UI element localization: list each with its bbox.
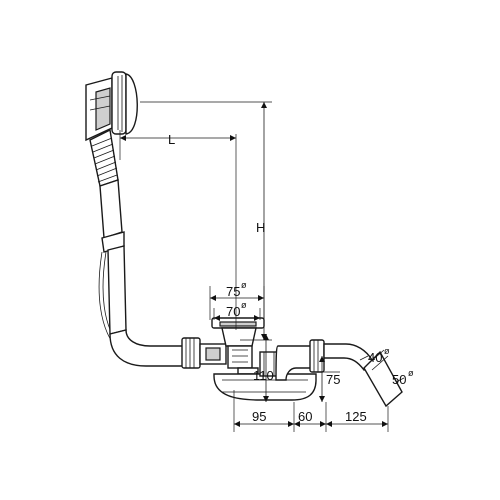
dim-H: H — [256, 220, 265, 235]
outlet-elbow — [275, 339, 403, 408]
dimension-lines — [119, 101, 405, 432]
dim-60: 60 — [298, 409, 312, 424]
dim-50-diameter-symbol: ø — [408, 368, 414, 378]
dim-70-diameter-symbol: ø — [241, 300, 247, 310]
dim-125: 125 — [345, 409, 367, 424]
dim-110: 110 — [253, 368, 274, 383]
dim-75-height: 75 — [326, 372, 340, 387]
dim-75-diameter-symbol: ø — [241, 280, 247, 290]
overflow-head — [85, 71, 138, 142]
dim-70-diameter: 70 — [226, 304, 240, 319]
dim-75-diameter: 75 — [226, 284, 240, 299]
dim-L: L — [168, 132, 175, 147]
overflow-hose — [89, 128, 191, 367]
dim-40-diameter: 40 — [368, 350, 382, 365]
dim-95: 95 — [252, 409, 266, 424]
dim-40-diameter-symbol: ø — [384, 346, 390, 356]
dim-50-diameter: 50 — [392, 372, 406, 387]
trap-siphon — [213, 351, 317, 401]
connector-nut — [181, 337, 227, 369]
